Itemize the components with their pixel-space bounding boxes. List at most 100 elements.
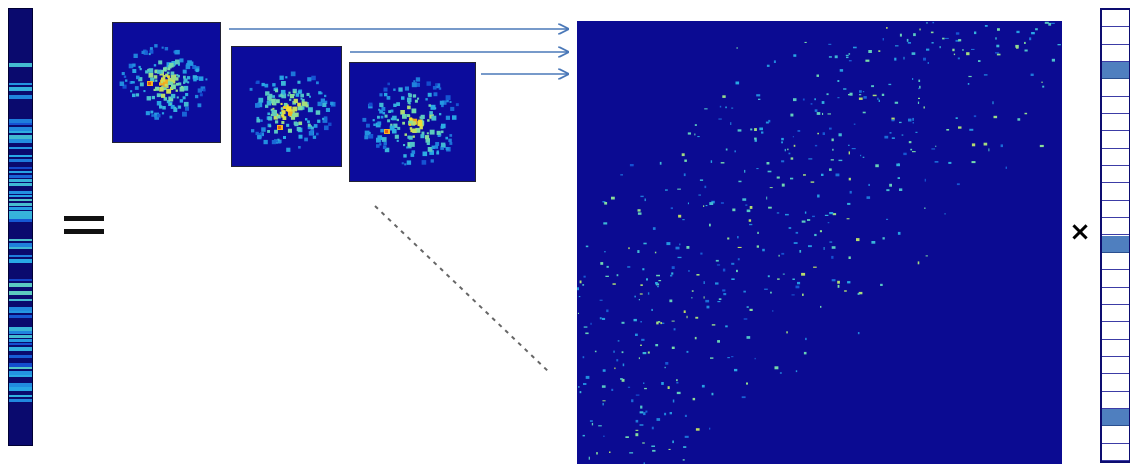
matrix-entry bbox=[865, 59, 870, 62]
matrix-entry bbox=[955, 39, 960, 42]
projection-pixel bbox=[280, 102, 283, 105]
projection-pixel bbox=[410, 153, 415, 157]
measurement-stripe bbox=[9, 179, 32, 182]
projection-pixel bbox=[298, 121, 303, 126]
matrix-entry bbox=[625, 436, 629, 438]
projection-pixel bbox=[368, 131, 371, 135]
matrix-entry bbox=[792, 278, 795, 280]
projection-pixel bbox=[436, 130, 441, 135]
matrix-entry bbox=[601, 317, 606, 320]
matrix-entry bbox=[802, 98, 805, 101]
projection-pixel bbox=[128, 63, 134, 69]
matrix-entry bbox=[611, 388, 614, 391]
measurement-stripe bbox=[9, 135, 32, 139]
projection-pixel bbox=[287, 94, 290, 97]
projection-pixel bbox=[392, 115, 397, 121]
measurement-stripe bbox=[9, 95, 32, 99]
projection-pixel bbox=[163, 97, 168, 101]
matrix-entry bbox=[824, 214, 829, 216]
projection-pixel bbox=[278, 94, 282, 98]
matrix-entry bbox=[945, 37, 949, 39]
matrix-entry bbox=[637, 212, 642, 215]
matrix-entry bbox=[686, 246, 690, 249]
projection-pixel bbox=[412, 121, 417, 125]
matrix-entry bbox=[606, 309, 609, 313]
matrix-entry bbox=[924, 207, 926, 209]
projection-pixel bbox=[296, 127, 301, 132]
matrix-entry bbox=[971, 48, 975, 50]
matrix-entry bbox=[746, 209, 751, 213]
matrix-entry bbox=[577, 287, 579, 291]
matrix-entry bbox=[601, 385, 606, 388]
matrix-entry bbox=[881, 93, 885, 96]
projection-pixel bbox=[425, 138, 430, 143]
matrix-entry bbox=[797, 130, 801, 132]
matrix-entry bbox=[599, 317, 602, 320]
matrix-entry bbox=[756, 94, 761, 97]
projection-pixel bbox=[449, 101, 452, 103]
matrix-entry bbox=[952, 48, 955, 52]
matrix-entry bbox=[827, 113, 831, 115]
projection-pixel bbox=[199, 93, 203, 97]
matrix-entry bbox=[875, 164, 879, 168]
measurement-stripe bbox=[9, 203, 32, 206]
matrix-entry bbox=[749, 206, 753, 209]
vector-cell bbox=[1102, 357, 1129, 375]
matrix-entry bbox=[790, 177, 794, 180]
projection-pixel bbox=[257, 102, 263, 108]
matrix-entry bbox=[793, 144, 796, 147]
measurement-stripe bbox=[9, 355, 32, 358]
matrix-entry bbox=[810, 103, 813, 105]
matrix-entry bbox=[582, 284, 585, 286]
matrix-entry bbox=[995, 52, 999, 54]
projection-pixel bbox=[401, 162, 404, 165]
projection-pixel bbox=[402, 114, 407, 119]
projection-pixel bbox=[389, 125, 395, 131]
projection-pixel bbox=[442, 100, 447, 105]
projection-pixel bbox=[390, 109, 394, 113]
matrix-entry bbox=[725, 148, 728, 151]
matrix-entry bbox=[583, 326, 588, 328]
projection-pixel bbox=[145, 111, 150, 116]
matrix-entry bbox=[853, 46, 857, 49]
projection-pixel bbox=[410, 120, 414, 124]
projection-pixel bbox=[161, 77, 166, 82]
matrix-entry bbox=[823, 247, 825, 250]
vector-cell bbox=[1102, 10, 1129, 28]
projection-pixel bbox=[282, 92, 285, 95]
projection-pixel bbox=[426, 81, 431, 86]
matrix-entry bbox=[847, 281, 851, 284]
matrix-entry bbox=[944, 213, 946, 215]
projection-pixel bbox=[159, 69, 164, 74]
matrix-entry bbox=[579, 391, 582, 394]
projection-pixel bbox=[307, 120, 310, 124]
projection-pixel bbox=[273, 109, 276, 112]
matrix-entry bbox=[995, 37, 997, 40]
projection-pixel bbox=[377, 115, 380, 119]
projection-pixel bbox=[377, 121, 382, 126]
matrix-entry bbox=[766, 196, 768, 200]
matrix-entry bbox=[1005, 166, 1007, 169]
projection-pixel bbox=[154, 44, 158, 48]
matrix-entry bbox=[717, 340, 720, 343]
projection-pixel bbox=[387, 82, 390, 86]
matrix-entry bbox=[880, 283, 883, 286]
matrix-entry bbox=[848, 94, 850, 96]
projection-pixel bbox=[322, 117, 325, 120]
matrix-entry bbox=[804, 41, 807, 43]
matrix-entry bbox=[710, 160, 713, 163]
matrix-entry bbox=[578, 296, 581, 298]
matrix-entry bbox=[603, 222, 608, 225]
matrix-entry bbox=[935, 145, 937, 147]
matrix-entry bbox=[682, 459, 685, 461]
matrix-entry bbox=[698, 194, 701, 196]
projection-pixel bbox=[409, 141, 415, 147]
projection-pixel bbox=[420, 114, 425, 119]
matrix-entry bbox=[679, 243, 681, 246]
projection-pixel bbox=[268, 116, 273, 121]
matrix-entry bbox=[888, 83, 892, 86]
matrix-entry bbox=[577, 312, 579, 314]
matrix-entry bbox=[725, 325, 728, 328]
projection-pixel bbox=[151, 95, 155, 100]
matrix-entry bbox=[638, 299, 640, 301]
